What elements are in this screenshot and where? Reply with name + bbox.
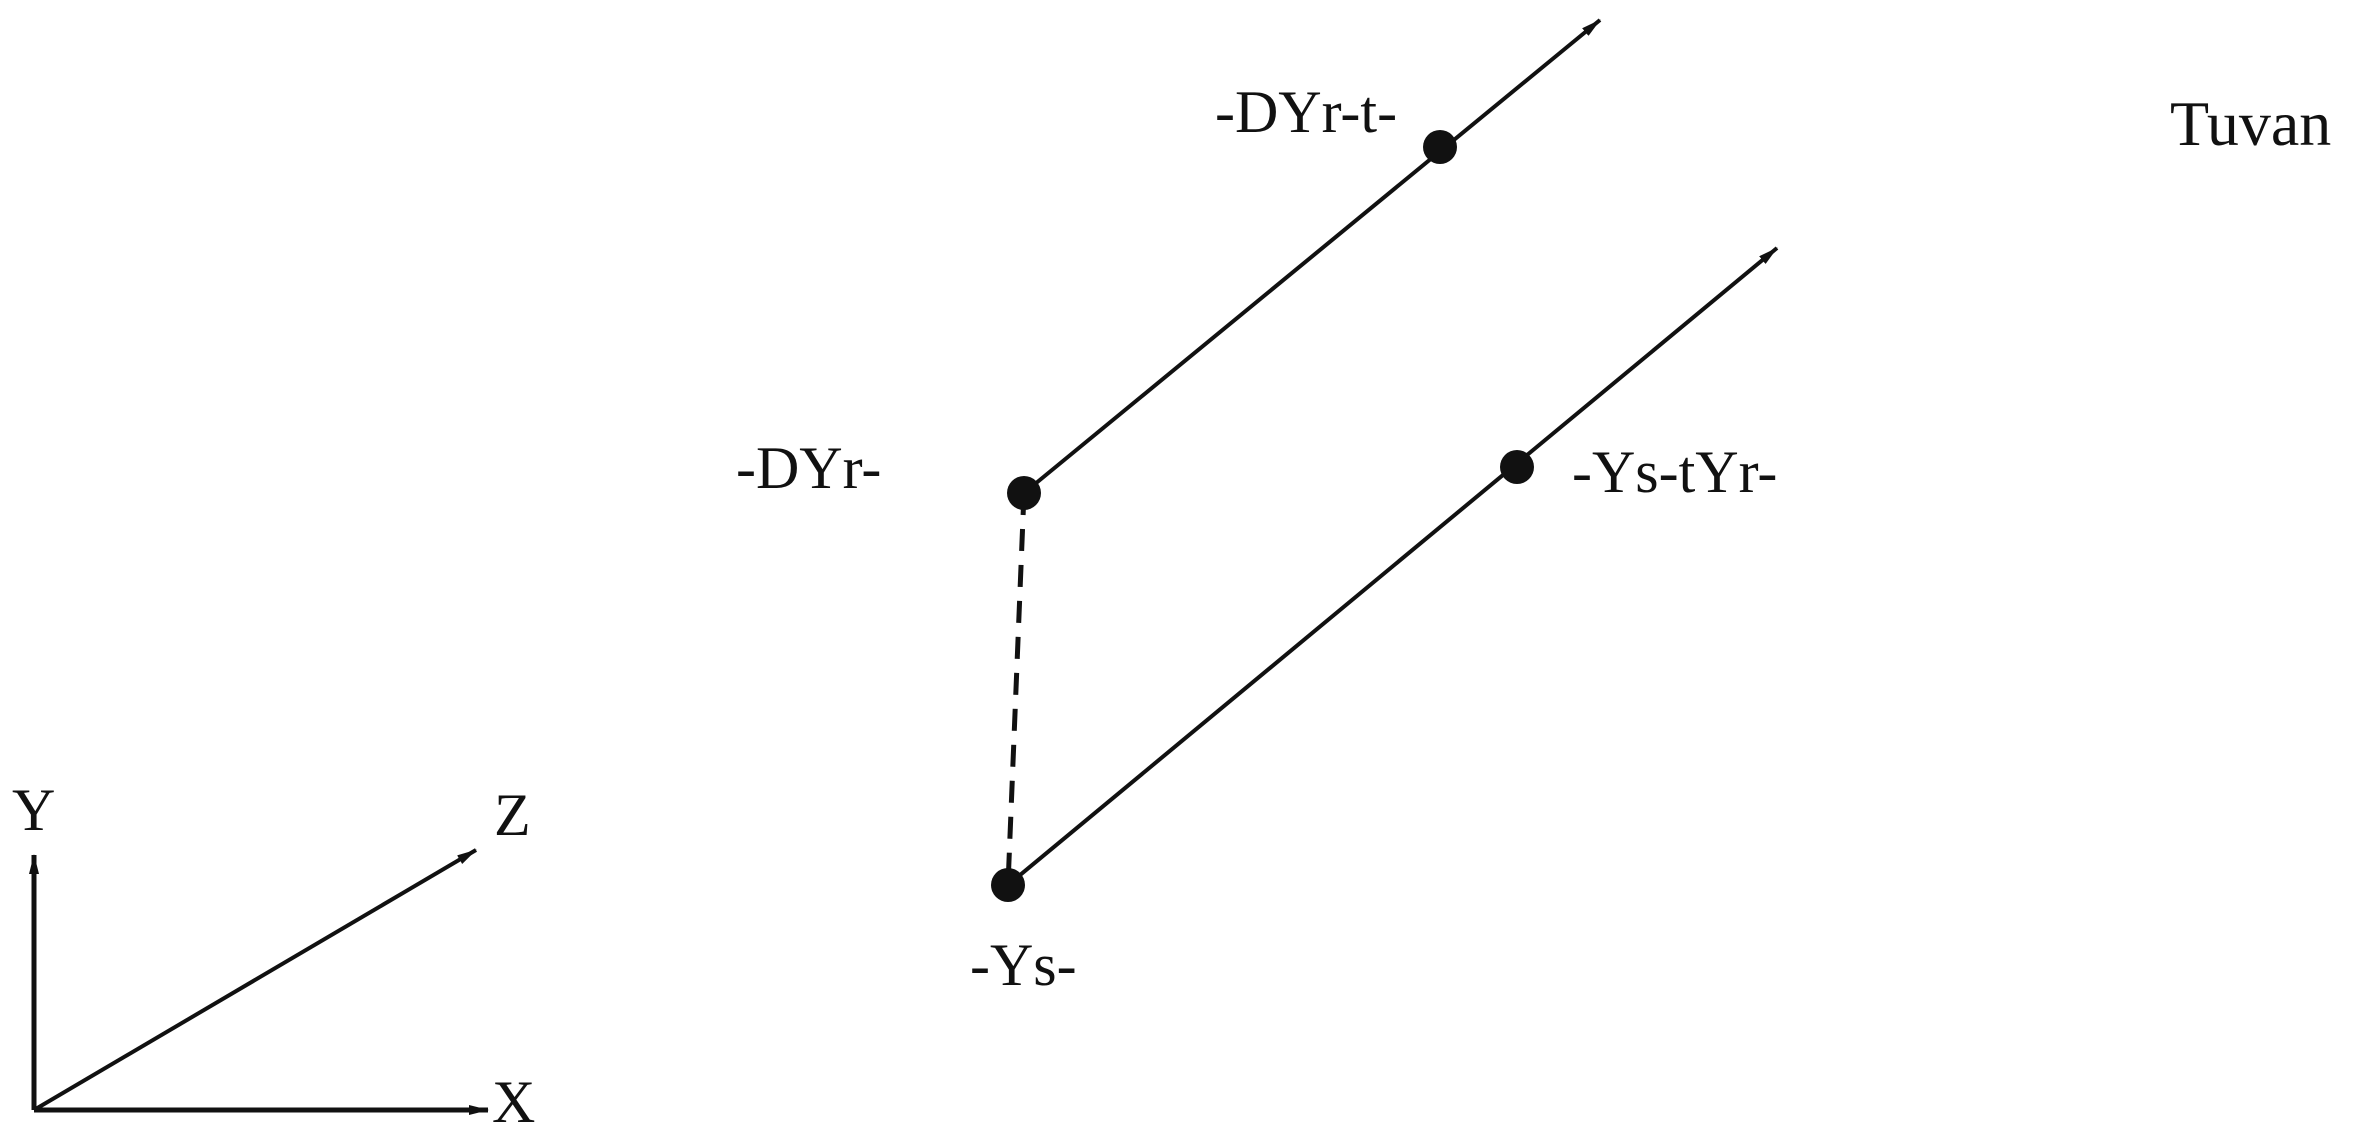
z-axis-label: Z — [494, 782, 531, 848]
node-ys-tyr — [1500, 450, 1534, 484]
label-ys-tyr: -Ys-tYr- — [1572, 439, 1777, 505]
z-axis-line — [32, 848, 478, 1112]
lower-path-line — [1006, 246, 1779, 887]
coordinate-axes: Y X Z — [12, 777, 535, 1126]
node-ys — [991, 868, 1025, 902]
x-axis-label: X — [492, 1069, 535, 1126]
node-dyr-t — [1423, 130, 1457, 164]
diagram-title: Tuvan — [2170, 88, 2331, 159]
y-axis-label: Y — [12, 777, 55, 843]
label-dyr-t: -DYr-t- — [1215, 79, 1397, 145]
node-dyr — [1007, 476, 1041, 510]
label-ys: -Ys- — [970, 932, 1077, 998]
dashed-connector — [1005, 492, 1027, 886]
label-dyr: -DYr- — [736, 435, 881, 501]
upper-path-line — [1022, 18, 1602, 495]
